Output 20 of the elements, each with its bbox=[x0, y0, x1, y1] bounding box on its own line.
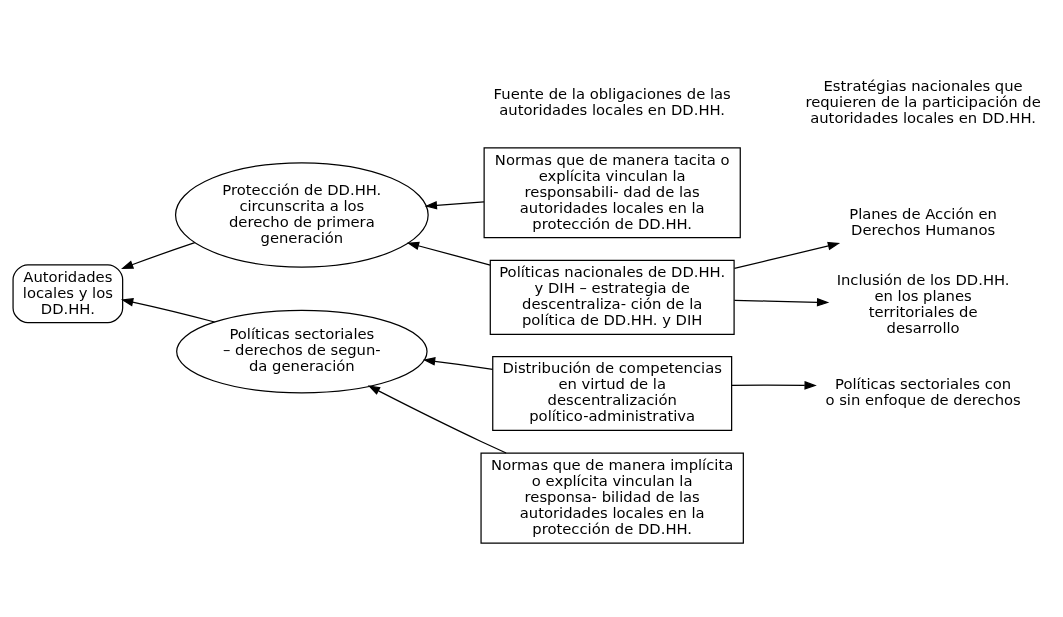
node-box: Normas que de manera tacita o explícita vinculan la responsabili- dad de las autoridades locales en la protección de DD.HH. bbox=[483, 147, 741, 239]
arrow bbox=[406, 241, 491, 266]
node-text: Planes de Acción en Derechos Humanos bbox=[849, 205, 997, 239]
node-box: Normas que de manera implícita o explícita vinculan la responsa- bilidad de las autoridades locales en la protección de DD.HH. bbox=[480, 452, 744, 544]
node-box: Autoridades locales y los DD.HH. bbox=[12, 264, 124, 324]
arrow bbox=[367, 385, 507, 454]
arrow bbox=[733, 297, 830, 307]
arrow bbox=[733, 241, 841, 270]
arrow bbox=[120, 297, 216, 323]
node-box: Políticas nacionales de DD.HH. y DIH – estrategia de descentraliza- ción de la política de DD.HH. y DIH bbox=[489, 259, 735, 335]
label: Estratégias nacionales que requieren de la participación de autoridades locales en DD.HH. bbox=[805, 76, 1041, 126]
node-text: Inclusión de los DD.HH. en los planes territoriales de desarrollo bbox=[836, 270, 1010, 336]
arrow bbox=[731, 381, 817, 390]
arrow bbox=[422, 357, 494, 370]
label: Fuente de la obligaciones de las autoridades locales en DD.HH. bbox=[493, 84, 731, 118]
node-ellipse: Protección de DD.HH. circunscrita a los derecho de primera generación bbox=[174, 162, 429, 268]
arrow bbox=[121, 242, 196, 269]
node-box: Distribución de competencias en virtud de la descentralización político-administrativa bbox=[492, 355, 733, 431]
arrow bbox=[424, 201, 485, 210]
node-text: Políticas sectoriales con o sin enfoque de derechos bbox=[825, 375, 1021, 409]
